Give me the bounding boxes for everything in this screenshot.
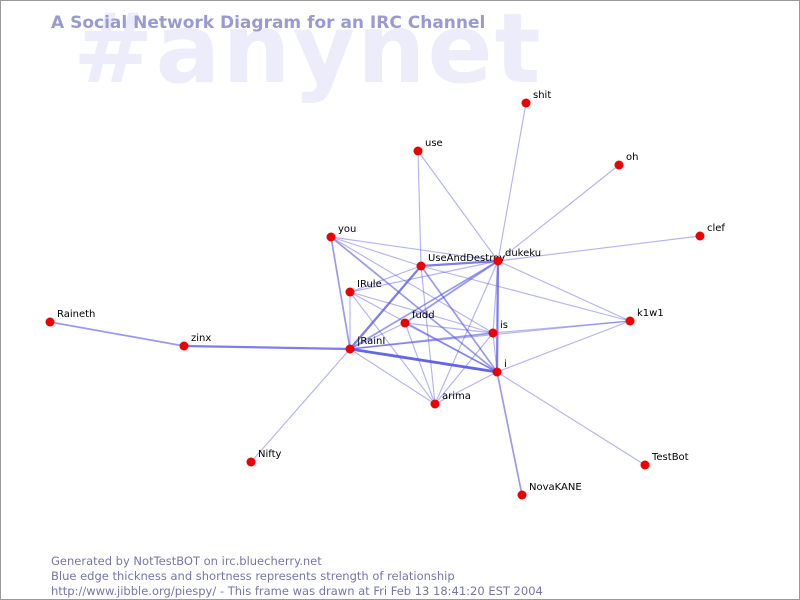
edge-you-dukeku bbox=[330, 236, 499, 262]
edge-is-arima bbox=[434, 332, 494, 405]
node-shit bbox=[521, 98, 531, 108]
edge-i-TestBot bbox=[496, 371, 646, 466]
edge-is-i bbox=[492, 332, 498, 373]
node-zinx bbox=[179, 341, 189, 351]
node-Nifty bbox=[246, 457, 256, 467]
node-label-Nifty: Nifty bbox=[258, 449, 282, 460]
node-fudd bbox=[400, 318, 410, 328]
node-you bbox=[326, 232, 336, 242]
node-i bbox=[492, 367, 502, 377]
node-use bbox=[413, 146, 423, 156]
edge-IRainI-is bbox=[349, 332, 494, 350]
node-oh bbox=[614, 160, 624, 170]
edge-IRainI-Nifty bbox=[250, 348, 351, 463]
node-label-arima: arima bbox=[442, 391, 471, 402]
node-label-zinx: zinx bbox=[191, 333, 211, 344]
edge-UseAndDestroy-dukeku bbox=[419, 259, 500, 268]
node-label-TestBot: TestBot bbox=[651, 452, 689, 463]
edge-dukeku-fudd bbox=[404, 260, 499, 324]
edge-dukeku-k1w1 bbox=[497, 260, 631, 322]
edge-IRainI-fudd bbox=[349, 322, 406, 350]
edge-you-UseAndDestroy bbox=[330, 236, 422, 267]
node-TestBot bbox=[640, 460, 650, 470]
edge-dukeku-oh bbox=[497, 164, 620, 262]
edge-use-UseAndDestroy bbox=[417, 150, 422, 267]
node-Raineth bbox=[45, 317, 55, 327]
node-label-shit: shit bbox=[533, 90, 551, 101]
edge-is-k1w1 bbox=[492, 320, 631, 334]
edge-UseAndDestroy-i bbox=[420, 265, 498, 373]
edge-IRainI-dukeku bbox=[349, 260, 499, 350]
edge-IRainI-i bbox=[348, 347, 499, 374]
edge-dukeku-use bbox=[417, 150, 499, 262]
node-label-oh: oh bbox=[626, 152, 638, 163]
edge-IRainI-you bbox=[330, 236, 351, 350]
node-UseAndDestroy bbox=[416, 261, 426, 271]
node-label-IRainI: |RainI bbox=[357, 336, 385, 347]
edge-dukeku-shit bbox=[497, 102, 527, 262]
edge-fudd-arima bbox=[404, 322, 436, 405]
edge-zinx-IRainI bbox=[182, 344, 352, 351]
node-label-UseAndDestroy: UseAndDestroy bbox=[428, 253, 505, 264]
node-label-i: i bbox=[504, 359, 507, 370]
diagram-title: A Social Network Diagram for an IRC Chan… bbox=[51, 13, 486, 33]
edge-dukeku-arima bbox=[434, 260, 499, 405]
edge-UseAndDestroy-IRule bbox=[349, 265, 422, 293]
edge-UseAndDestroy-k1w1 bbox=[420, 265, 631, 322]
node-label-use: use bbox=[425, 138, 443, 149]
node-NovaKANE bbox=[517, 490, 527, 500]
node-label-you: you bbox=[338, 224, 356, 235]
node-label-is: is bbox=[500, 320, 508, 331]
edge-i-k1w1 bbox=[496, 320, 631, 373]
node-label-clef: clef bbox=[707, 223, 725, 234]
footer: Generated by NotTestBOT on irc.bluecherr… bbox=[51, 554, 543, 599]
node-label-NovaKANE: NovaKANE bbox=[529, 482, 582, 493]
edge-you-i bbox=[330, 236, 498, 373]
node-k1w1 bbox=[625, 316, 635, 326]
edge-i-NovaKANE bbox=[496, 371, 523, 496]
footer-generated-by: Generated by NotTestBOT on irc.bluecherr… bbox=[51, 554, 322, 568]
edge-dukeku-is bbox=[492, 260, 499, 334]
footer-legend-note: Blue edge thickness and shortness repres… bbox=[51, 569, 455, 583]
node-label-Raineth: Raineth bbox=[57, 309, 95, 320]
node-label-k1w1: k1w1 bbox=[637, 308, 664, 319]
edge-dukeku-i bbox=[495, 259, 500, 374]
edge-you-is bbox=[330, 236, 494, 334]
edge-Raineth-zinx bbox=[49, 321, 185, 347]
node-dukeku bbox=[493, 256, 503, 266]
edge-IRainI-arima bbox=[349, 348, 436, 405]
node-is bbox=[488, 328, 498, 338]
node-IRule bbox=[345, 287, 355, 297]
edge-dukeku-clef bbox=[497, 235, 701, 262]
edge-layer bbox=[49, 102, 701, 496]
edge-dukeku-IRule bbox=[349, 260, 499, 293]
edge-fudd-is bbox=[404, 322, 494, 334]
node-label-IRule: IRule bbox=[357, 279, 382, 290]
node-label-dukeku: dukeku bbox=[505, 248, 541, 259]
edge-i-arima bbox=[434, 371, 498, 405]
edge-IRainI-UseAndDestroy bbox=[348, 264, 423, 351]
node-IRainI bbox=[345, 344, 355, 354]
footer-url-timestamp: http://www.jibble.org/piespy/ - This fra… bbox=[51, 584, 543, 598]
edge-IRule-is bbox=[349, 291, 494, 334]
node-clef bbox=[695, 231, 705, 241]
node-label-fudd: fudd bbox=[412, 310, 435, 321]
node-arima bbox=[430, 399, 440, 409]
edge-fudd-i bbox=[404, 322, 498, 373]
edge-IRule-arima bbox=[349, 291, 436, 405]
